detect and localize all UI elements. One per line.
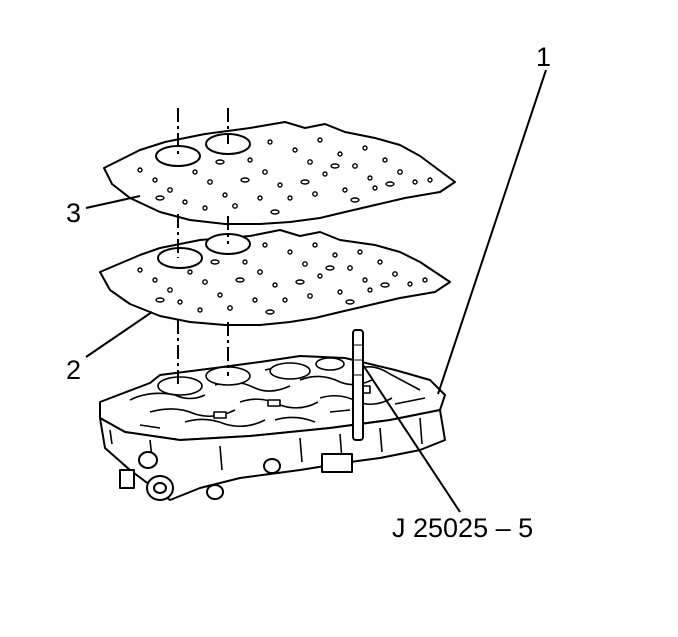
alignment-lines bbox=[177, 108, 229, 386]
callout-upper-gasket: 3 bbox=[66, 198, 82, 228]
valve-body bbox=[99, 355, 446, 501]
tool-number-label: J 25025 – 5 bbox=[392, 513, 534, 543]
alignment-pin-tool bbox=[352, 329, 364, 441]
callout-lower-gasket: 2 bbox=[66, 355, 82, 385]
callout-valve-body: 1 bbox=[536, 42, 552, 72]
lower-gasket bbox=[99, 229, 451, 326]
leader-lines bbox=[85, 69, 547, 513]
upper-gasket bbox=[103, 121, 456, 225]
